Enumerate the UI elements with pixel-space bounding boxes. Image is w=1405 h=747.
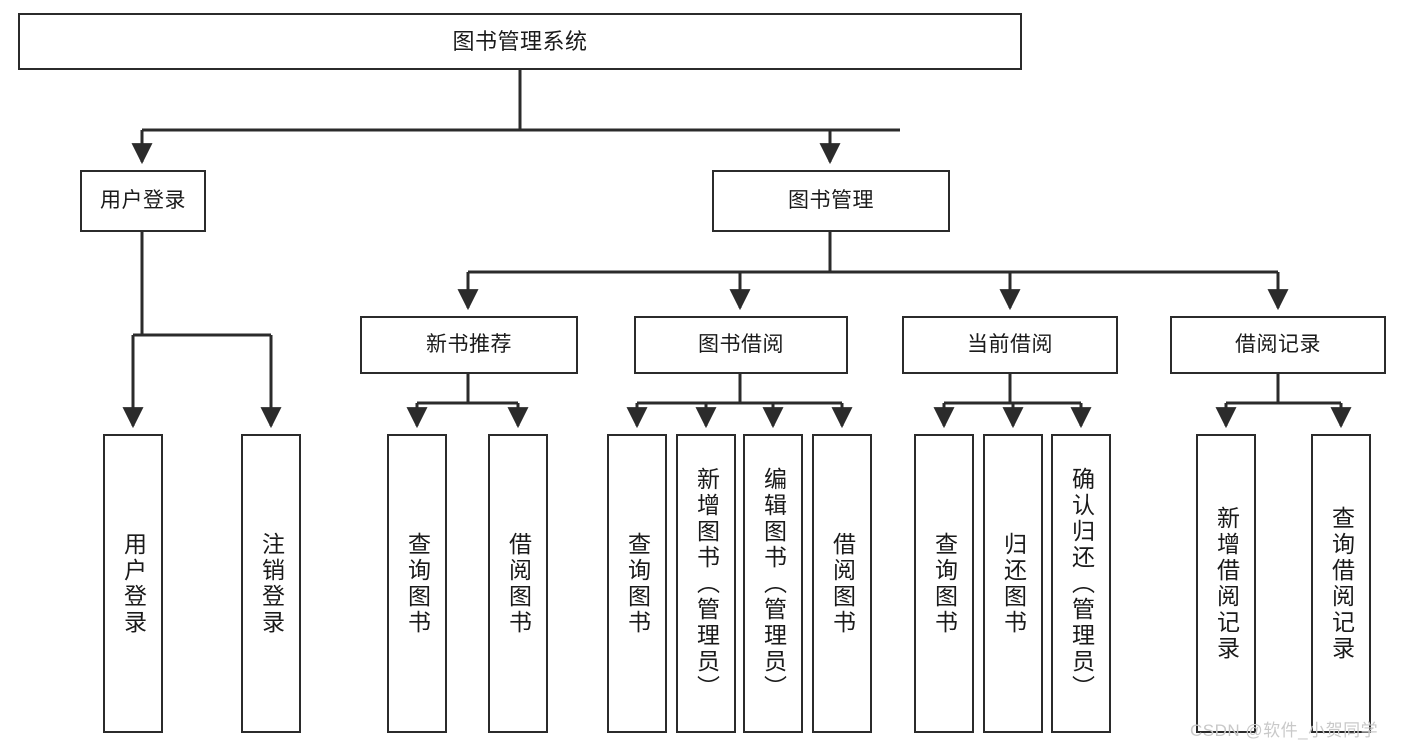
node-label: 图书管理系统 — [452, 28, 588, 54]
node-root-system[interactable]: 图书管理系统 — [18, 13, 1022, 70]
node-label: 新增图书（管理员） — [693, 466, 720, 701]
node-label: 借阅图书 — [829, 531, 856, 636]
leaf-logout[interactable]: 注销登录 — [241, 434, 301, 733]
node-label: 用户登录 — [120, 531, 147, 636]
leaf-return-book[interactable]: 归还图书 — [983, 434, 1043, 733]
leaf-user-login[interactable]: 用户登录 — [103, 434, 163, 733]
node-label: 当前借阅 — [967, 332, 1053, 356]
node-label: 用户登录 — [100, 188, 186, 212]
leaf-query-book-borrow[interactable]: 查询图书 — [607, 434, 667, 733]
node-label: 图书借阅 — [698, 332, 784, 356]
leaf-edit-book-admin[interactable]: 编辑图书（管理员） — [743, 434, 803, 733]
node-book-management[interactable]: 图书管理 — [712, 170, 950, 232]
leaf-add-book-admin[interactable]: 新增图书（管理员） — [676, 434, 736, 733]
node-current-borrow[interactable]: 当前借阅 — [902, 316, 1118, 374]
node-label: 借阅图书 — [505, 531, 532, 636]
node-label: 查询图书 — [931, 531, 958, 636]
node-label: 借阅记录 — [1235, 332, 1321, 356]
node-label: 注销登录 — [258, 531, 285, 636]
leaf-add-borrow-record[interactable]: 新增借阅记录 — [1196, 434, 1256, 733]
leaf-borrow-book[interactable]: 借阅图书 — [812, 434, 872, 733]
node-user-login[interactable]: 用户登录 — [80, 170, 206, 232]
node-label: 编辑图书（管理员） — [760, 466, 787, 701]
node-borrow-record[interactable]: 借阅记录 — [1170, 316, 1386, 374]
node-label: 查询借阅记录 — [1328, 505, 1355, 662]
leaf-borrow-book-recommend[interactable]: 借阅图书 — [488, 434, 548, 733]
node-new-book-recommend[interactable]: 新书推荐 — [360, 316, 578, 374]
node-label: 确认归还（管理员） — [1068, 466, 1095, 701]
leaf-query-book-recommend[interactable]: 查询图书 — [387, 434, 447, 733]
node-label: 归还图书 — [1000, 531, 1027, 636]
node-book-borrow[interactable]: 图书借阅 — [634, 316, 848, 374]
node-label: 图书管理 — [788, 188, 874, 212]
leaf-query-borrow-record[interactable]: 查询借阅记录 — [1311, 434, 1371, 733]
node-label: 新增借阅记录 — [1213, 505, 1240, 662]
leaf-query-book-current[interactable]: 查询图书 — [914, 434, 974, 733]
node-label: 新书推荐 — [426, 332, 512, 356]
node-label: 查询图书 — [624, 531, 651, 636]
csdn-watermark: CSDN @软件_小贺同学 — [1190, 721, 1379, 740]
node-label: 查询图书 — [404, 531, 431, 636]
leaf-confirm-return-admin[interactable]: 确认归还（管理员） — [1051, 434, 1111, 733]
